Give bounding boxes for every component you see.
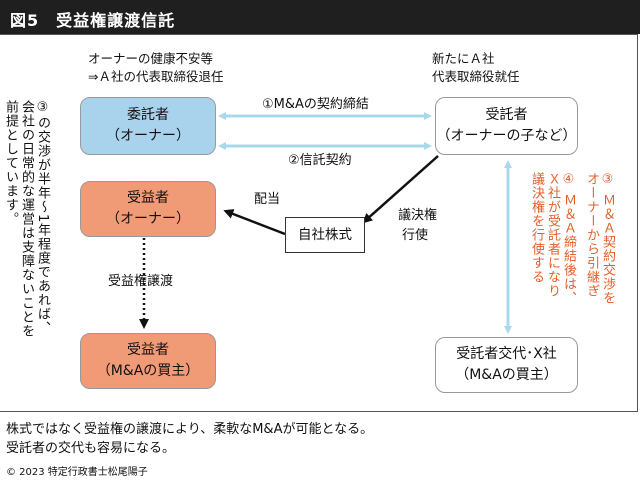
note-owner-retire: オーナーの健康不安等 ⇒Ａ社の代表取締役退任: [88, 50, 223, 86]
settlor-box: 委託者 （オーナー）: [80, 97, 216, 155]
copyright: © 2023 特定行政書士松尾陽子: [6, 467, 148, 478]
title-bar: 図5 受益権譲渡信託: [0, 0, 640, 34]
vertical-line: ④ Ｍ＆Ａ締結後は、: [561, 172, 576, 306]
ma-contract-label: ①M&Aの契約締結: [262, 97, 369, 112]
note-line: オーナーの健康不安等: [88, 51, 214, 66]
note-line: 新たにＡ社: [432, 51, 495, 66]
right-vertical-note-3: ③ Ｍ＆Ａ契約交渉を オーナーから引継ぎ: [583, 172, 615, 332]
voting-label: 議決権 行使: [398, 206, 437, 246]
dividend-arrow: [223, 209, 286, 236]
dividend-label: 配当: [254, 192, 281, 207]
note-line: 代表取締役就任: [432, 69, 520, 84]
vertical-line: ③の交渉が半年〜1年程度であれば、: [35, 100, 50, 336]
diagram-frame: [0, 34, 638, 412]
box-subtitle: （オーナー）: [106, 211, 190, 227]
transfer-label: 受益権譲渡: [108, 274, 174, 289]
vertical-line: オーナーから引継ぎ: [584, 172, 599, 298]
trustee-x-box: 受託者交代･X社 （M&Aの買主）: [435, 337, 578, 393]
box-title: 受託者交代･X社: [456, 346, 557, 362]
vertical-line: ③ Ｍ＆Ａ契約交渉を: [600, 172, 615, 306]
box-title: 受益者: [127, 342, 169, 358]
treasury-stock-box: 自社株式: [285, 217, 365, 253]
box-title: 受託者: [485, 107, 528, 123]
voting-label-line: 行使: [402, 228, 429, 243]
figure-title: 図5 受益権譲渡信託: [10, 11, 176, 30]
vertical-line: Ｘ社が受託者になり: [545, 172, 560, 298]
right-vertical-note-4: ④ Ｍ＆Ａ締結後は、 Ｘ社が受託者になり 議決権を行使する: [528, 172, 576, 332]
note-line: ⇒Ａ社の代表取締役退任: [88, 69, 224, 84]
beneficiary-buyer-box: 受益者 （M&Aの買主）: [80, 333, 216, 389]
box-subtitle: （M&Aの買主）: [96, 363, 200, 379]
voting-label-line: 議決権: [398, 208, 438, 223]
box-title: 受益者: [127, 190, 169, 206]
vertical-line: 前提としています。: [3, 100, 18, 226]
vertical-line: 会社の日常的な運営は支障ないことを: [19, 100, 34, 338]
beneficiary-owner-box: 受益者 （オーナー）: [80, 181, 216, 237]
trust-contract-label: ②信託契約: [288, 153, 352, 168]
footer-line-1: 株式ではなく受益権の譲渡により、柔軟なM&Aが可能となる。: [6, 422, 374, 437]
box-subtitle: （オーナーの子など）: [436, 128, 577, 144]
vertical-line: 議決権を行使する: [529, 172, 544, 284]
box-title: 自社株式: [298, 226, 352, 243]
box-subtitle: （オーナー）: [106, 128, 190, 144]
box-title: 委託者: [127, 107, 169, 123]
note-new-president: 新たにＡ社 代表取締役就任: [432, 50, 520, 86]
left-vertical-note: ③の交渉が半年〜1年程度であれば、 会社の日常的な運営は支障ないことを 前提とし…: [2, 100, 50, 400]
footer-line-2: 受託者の交代も容易になる。: [6, 441, 176, 456]
voting-arrow: [362, 155, 439, 224]
trustee-box: 受託者 （オーナーの子など）: [435, 97, 578, 155]
box-subtitle: （M&Aの買主）: [455, 367, 558, 383]
